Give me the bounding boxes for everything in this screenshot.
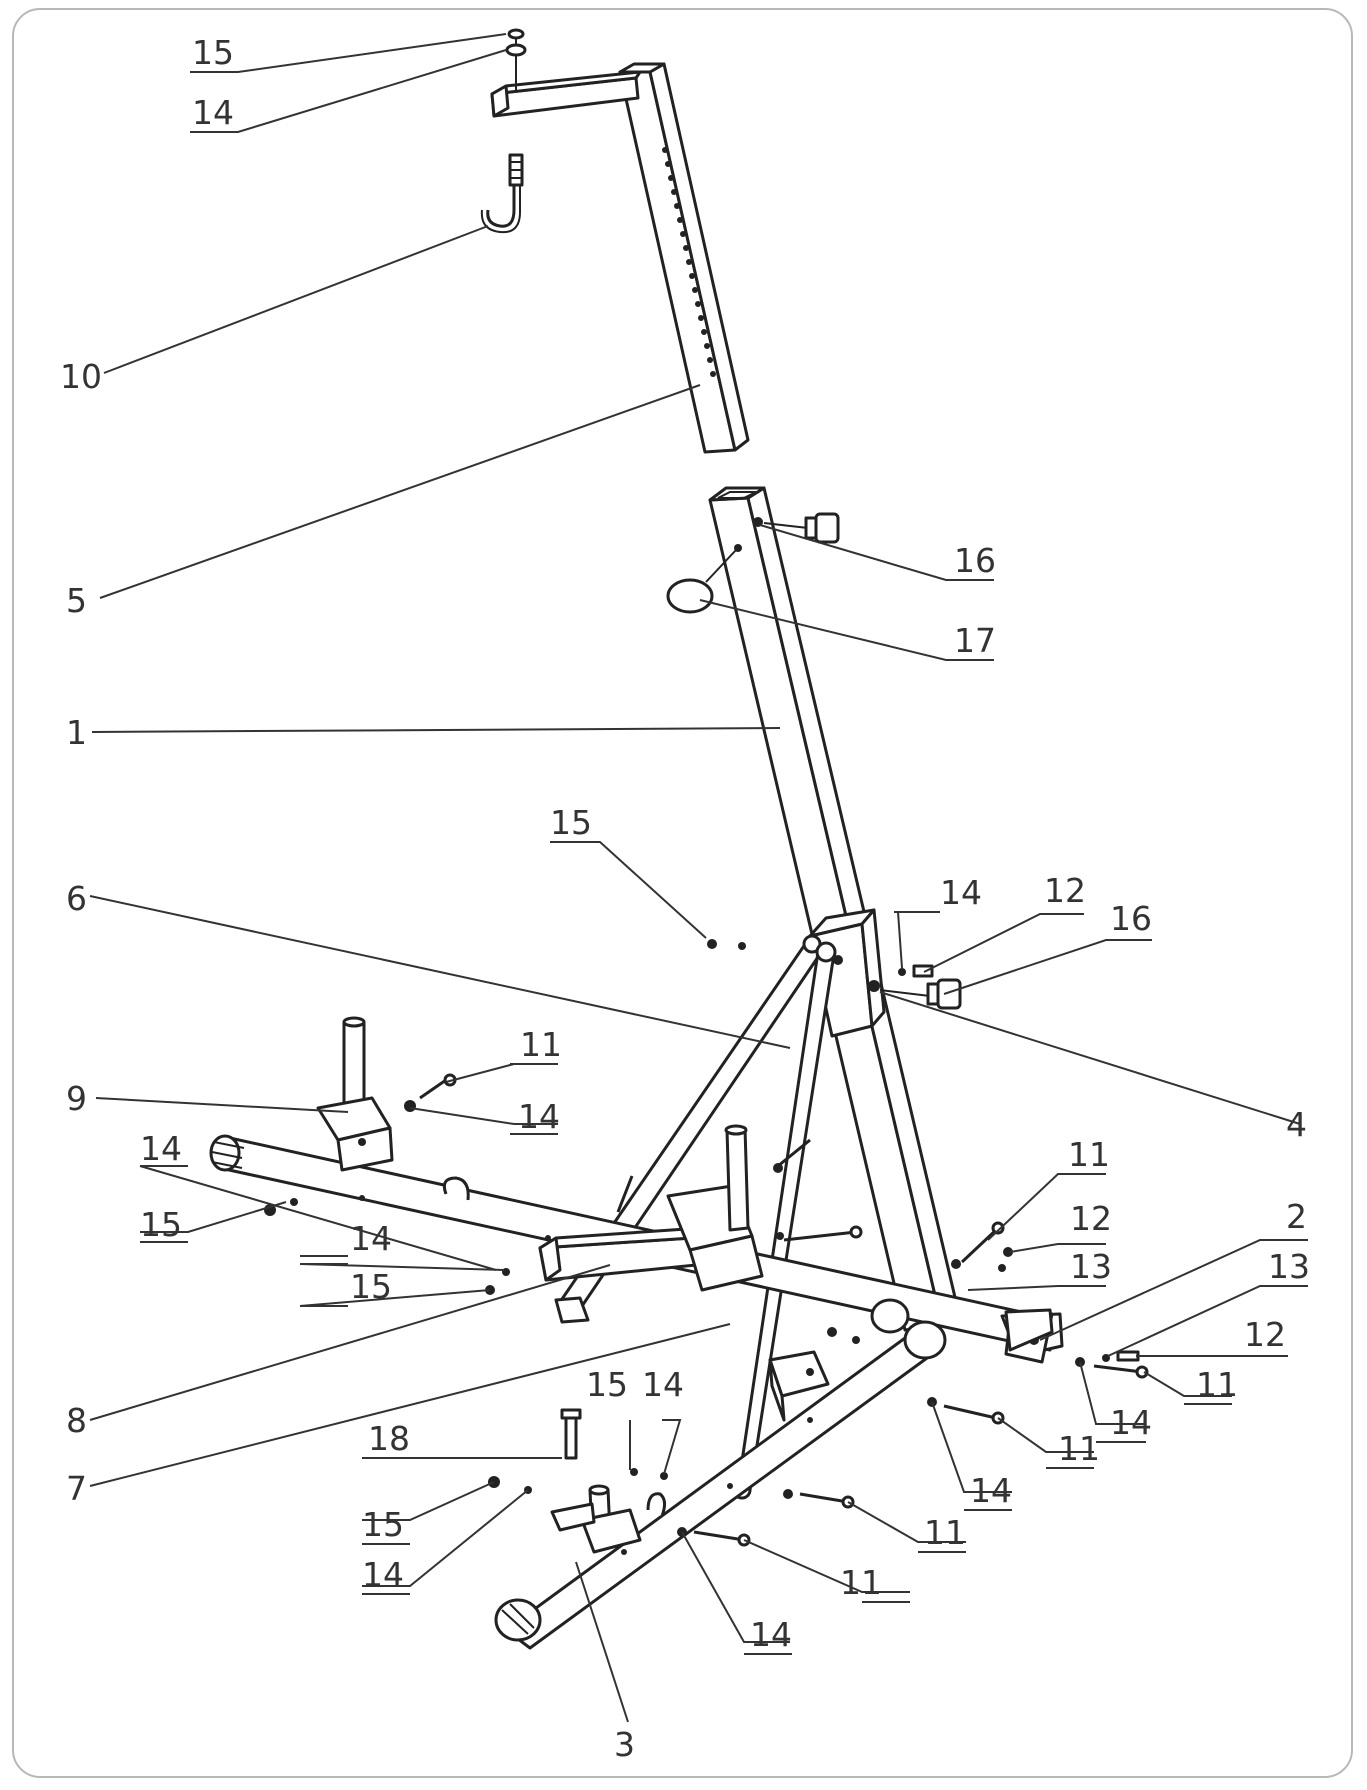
label-15: 15 (192, 33, 234, 72)
diagram-frame (12, 8, 1353, 1778)
part-17-pull-pin (666, 549, 737, 614)
part-16-knob-mid (879, 978, 962, 1010)
label-13: 13 (1268, 1247, 1310, 1286)
label-12: 12 (1244, 1315, 1286, 1354)
part-10-hook (480, 28, 527, 234)
label-9: 9 (66, 1079, 87, 1118)
label-16: 16 (1110, 899, 1152, 938)
label-underlines (140, 71, 1308, 1655)
label-18: 18 (368, 1419, 410, 1458)
label-11: 11 (924, 1513, 966, 1552)
label-14: 14 (750, 1615, 792, 1654)
label-15: 15 (350, 1267, 392, 1306)
label-11: 11 (520, 1025, 562, 1064)
label-4: 4 (1286, 1105, 1307, 1144)
fasteners (264, 939, 1149, 1547)
label-14: 14 (192, 93, 234, 132)
label-14: 14 (1110, 1403, 1152, 1442)
part-labels: 15 14 10 5 16 17 1 15 6 14 12 16 11 9 14… (60, 33, 1310, 1764)
label-14: 14 (140, 1129, 182, 1168)
label-15: 15 (140, 1205, 182, 1244)
front-bracket (550, 1484, 667, 1554)
label-10: 10 (60, 357, 102, 396)
label-11: 11 (1068, 1135, 1110, 1174)
label-3: 3 (614, 1725, 635, 1764)
label-14: 14 (970, 1471, 1012, 1510)
part-3-front-tube (494, 1298, 947, 1650)
part-5-upper-post (490, 62, 750, 454)
label-14: 14 (518, 1097, 560, 1136)
label-6: 6 (66, 879, 87, 918)
label-14: 14 (940, 873, 982, 912)
label-7: 7 (66, 1469, 87, 1508)
label-5: 5 (66, 581, 87, 620)
label-12: 12 (1044, 871, 1086, 910)
center-bracket (666, 1124, 764, 1292)
label-16: 16 (954, 541, 996, 580)
label-11: 11 (1058, 1429, 1100, 1468)
label-15: 15 (550, 803, 592, 842)
label-2: 2 (1286, 1197, 1307, 1236)
label-13: 13 (1070, 1247, 1112, 1286)
part-16-knob-top (763, 512, 840, 544)
part-9-left-bracket (316, 1016, 394, 1172)
label-11: 11 (840, 1563, 882, 1602)
label-8: 8 (66, 1401, 87, 1440)
part-18-bolt (560, 1408, 582, 1460)
label-17: 17 (954, 621, 996, 660)
label-1: 1 (66, 713, 87, 752)
label-14: 14 (642, 1365, 684, 1404)
label-12: 12 (1070, 1199, 1112, 1238)
label-14: 14 (362, 1555, 404, 1594)
label-11: 11 (1196, 1365, 1238, 1404)
label-15: 15 (586, 1365, 628, 1404)
label-14: 14 (350, 1219, 392, 1258)
parts (209, 28, 1149, 1650)
label-15: 15 (362, 1505, 404, 1544)
rear-small-bracket (768, 1350, 830, 1422)
